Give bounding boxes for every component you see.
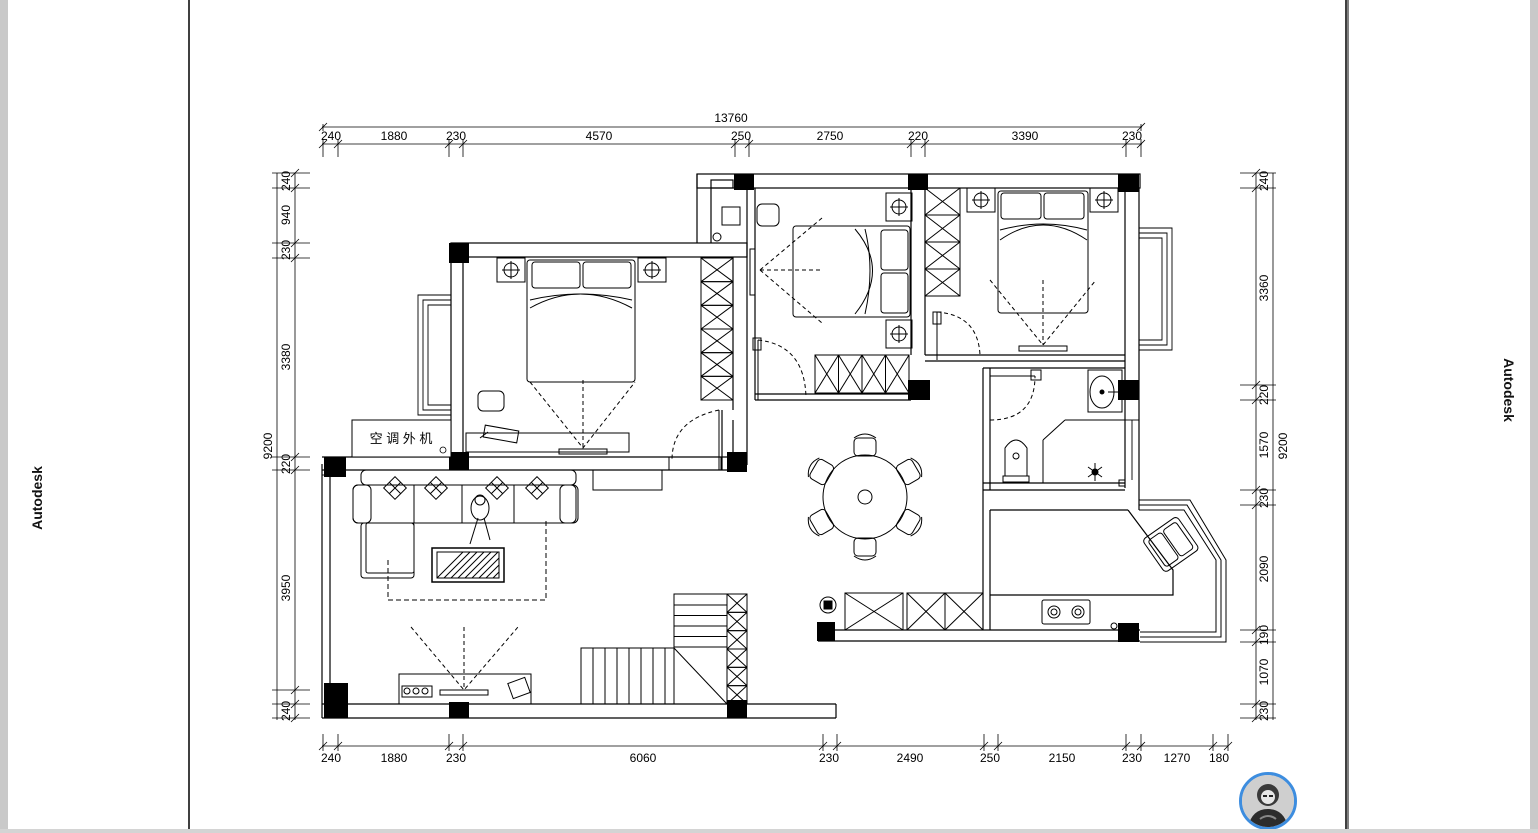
dim-left-5: 220	[279, 454, 293, 474]
dim-right-total: 9200	[1276, 432, 1290, 459]
dim-top-8: 3390	[1012, 129, 1039, 143]
dim-bottom-7: 250	[980, 751, 1000, 765]
dimension-top	[318, 122, 1146, 157]
dim-right-6: 2090	[1257, 555, 1271, 582]
kitchen	[819, 517, 1199, 631]
dimension-bottom	[318, 734, 1233, 751]
dim-right-9: 230	[1257, 701, 1271, 721]
master-bedroom	[465, 257, 734, 470]
dim-top-3: 230	[446, 129, 466, 143]
staircase	[580, 593, 748, 705]
dim-right-1: 240	[1257, 171, 1271, 191]
dim-bottom-4: 6060	[630, 751, 657, 765]
bathroom	[989, 369, 1126, 487]
drawing-sheet: 13760 240 1880 230 4570 250 2750 220 339…	[8, 0, 1530, 829]
walls	[321, 173, 1227, 719]
dim-left-7: 240	[279, 701, 293, 721]
columns	[324, 174, 1139, 718]
dim-top-9: 230	[1122, 129, 1142, 143]
dimension-right	[1240, 168, 1276, 723]
dim-bottom-3: 230	[446, 751, 466, 765]
watermark-right: Autodesk	[1501, 358, 1517, 422]
living-room	[352, 456, 722, 705]
dim-bottom-2: 1880	[381, 751, 408, 765]
dim-bottom-9: 230	[1122, 751, 1142, 765]
dim-top-1: 240	[321, 129, 341, 143]
dim-top-total: 13760	[714, 111, 748, 125]
dim-top-5: 250	[731, 129, 751, 143]
ac-unit: 空 调 外 机	[351, 419, 452, 458]
dim-bottom-10: 1270	[1164, 751, 1191, 765]
dim-right-4: 1570	[1257, 431, 1271, 458]
floor-plan: 13760 240 1880 230 4570 250 2750 220 339…	[188, 0, 1349, 829]
dimension-left	[272, 168, 310, 723]
bottom-strip	[0, 829, 1538, 833]
dim-right-8: 1070	[1257, 658, 1271, 685]
ac-unit-label: 空 调 外 机	[370, 431, 433, 446]
dim-left-2: 940	[279, 205, 293, 225]
dim-bottom-11: 180	[1209, 751, 1229, 765]
dim-right-3: 220	[1257, 385, 1271, 405]
dim-left-6: 3950	[279, 574, 293, 601]
dim-bottom-5: 230	[819, 751, 839, 765]
dim-top-6: 2750	[817, 129, 844, 143]
avatar-image	[1242, 775, 1294, 827]
dim-right-2: 3360	[1257, 274, 1271, 301]
dim-right-5: 230	[1257, 488, 1271, 508]
dim-bottom-8: 2150	[1049, 751, 1076, 765]
user-avatar[interactable]	[1239, 772, 1297, 830]
dim-top-4: 4570	[586, 129, 613, 143]
dim-bottom-6: 2490	[897, 751, 924, 765]
dim-top-2: 1880	[381, 129, 408, 143]
dim-left-total: 9200	[261, 432, 275, 459]
dim-top-7: 220	[908, 129, 928, 143]
windows	[322, 227, 1173, 480]
dim-left-1: 240	[279, 171, 293, 191]
dim-right-7: 190	[1257, 625, 1271, 645]
dim-left-4: 3380	[279, 343, 293, 370]
watermark-left: Autodesk	[29, 466, 45, 530]
bedroom-two	[712, 192, 913, 400]
dim-bottom-1: 240	[321, 751, 341, 765]
bedroom-three	[924, 187, 1119, 360]
dining-table	[807, 433, 923, 561]
dim-left-3: 230	[279, 240, 293, 260]
